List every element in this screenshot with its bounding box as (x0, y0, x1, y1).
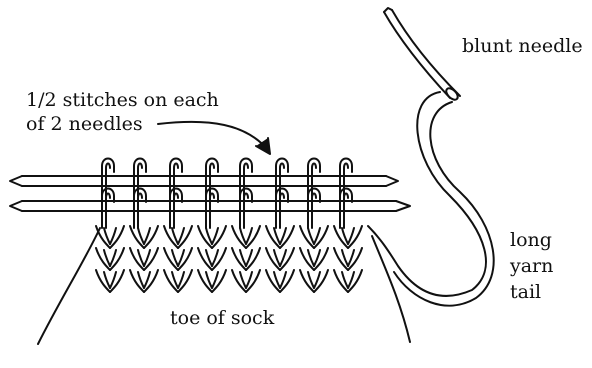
knit-column (96, 226, 124, 292)
sock-outline-right (372, 236, 410, 342)
knit-column (164, 226, 192, 292)
stitch-loop (240, 189, 252, 229)
stitches-label-line1: 1/2 stitches on each (26, 88, 219, 112)
needle-label: blunt needle (462, 34, 583, 58)
knit-column (198, 226, 226, 292)
blunt-needle-drawing (384, 8, 460, 102)
tail-label-line3: tail (510, 280, 541, 304)
knit-column (266, 226, 294, 292)
stitch-loop (308, 189, 320, 229)
stitch-loop (276, 189, 288, 229)
stitch-loop (206, 189, 218, 229)
sock-outline-left (38, 228, 100, 344)
lower-needle-stitches (102, 189, 352, 229)
knit-fabric (96, 226, 362, 292)
toe-label: toe of sock (170, 306, 274, 330)
stitches-label-line2: of 2 needles (26, 112, 143, 136)
stitch-loop (102, 189, 114, 229)
stitch-loop (170, 189, 182, 229)
knit-column (334, 226, 362, 292)
tail-label-line1: long (510, 228, 552, 252)
knit-column (300, 226, 328, 292)
knit-column (232, 226, 260, 292)
stitch-loop (134, 189, 146, 229)
stitches-arrow (158, 122, 270, 154)
tail-label-line2: yarn (510, 254, 553, 278)
knit-column (130, 226, 158, 292)
upper-needle-stitches (102, 159, 352, 197)
stitch-loop (340, 189, 352, 229)
